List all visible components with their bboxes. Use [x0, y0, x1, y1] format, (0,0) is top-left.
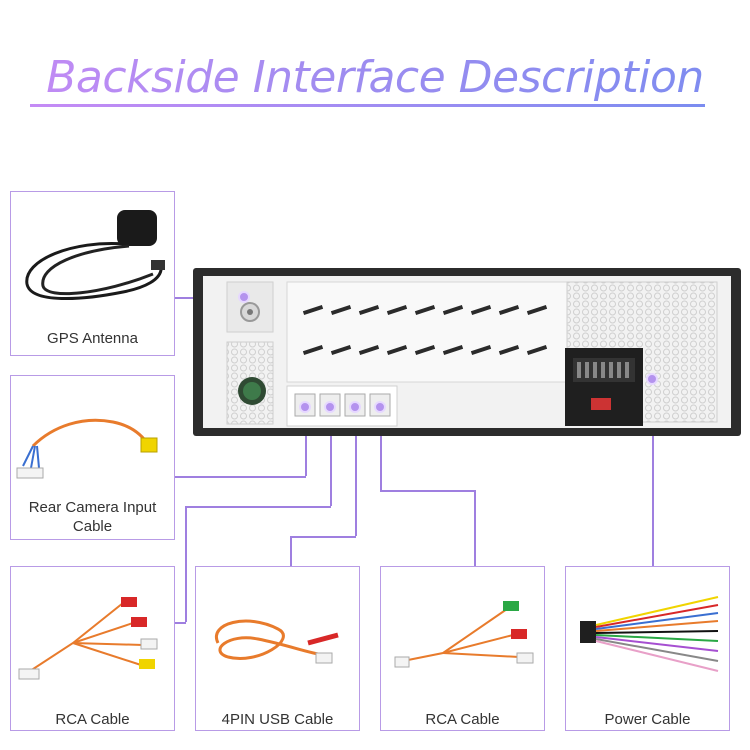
rca-left-port-dot	[324, 401, 336, 413]
gps-antenna-icon	[25, 210, 165, 301]
connector-rca-left-h	[185, 506, 331, 508]
connector-usb-h	[290, 536, 356, 538]
connector-rca-right-v1	[380, 412, 382, 490]
rca-cable-icon	[18, 597, 158, 680]
rca-cable-left-card: RCA Cable	[10, 566, 175, 731]
camera-port-dot	[299, 401, 311, 413]
connector-camera-v	[305, 412, 307, 476]
rca-cable-right-card: RCA Cable	[380, 566, 545, 731]
usb-port-dot	[349, 401, 361, 413]
rear-camera-cable-icon	[16, 418, 158, 479]
gps-antenna-label: GPS Antenna	[47, 330, 138, 347]
title-underline	[30, 104, 705, 107]
power-cable-label: Power Cable	[604, 711, 691, 728]
gps-port-dot	[238, 291, 250, 303]
connector-rca-left-v2	[185, 506, 187, 622]
rca-cable-icon	[394, 601, 534, 668]
usb-cable-icon	[214, 619, 339, 664]
head-unit-back-panel	[193, 268, 741, 436]
connector-camera-h	[175, 476, 306, 478]
power-port-dot	[646, 373, 658, 385]
connector-rca-left-v1	[330, 412, 332, 506]
usb-cable-label: 4PIN USB Cable	[221, 711, 334, 728]
power-harness-icon	[580, 596, 719, 672]
rca-cable-left-label: RCA Cable	[55, 711, 130, 728]
usb-cable-card: 4PIN USB Cable	[195, 566, 360, 731]
connector-rca-right-v2	[474, 490, 476, 566]
rca-cable-right-label: RCA Cable	[425, 711, 500, 728]
rear-camera-label-line2: Cable	[72, 518, 113, 535]
connector-usb-v2	[290, 536, 292, 566]
connector-rca-right-h	[380, 490, 474, 492]
gps-antenna-card: GPS Antenna	[10, 191, 175, 356]
rear-camera-label-line1: Rear Camera Input	[28, 499, 157, 516]
rear-camera-card: Rear Camera Input Cable	[10, 375, 175, 540]
page-title: Backside Interface Description	[0, 52, 750, 103]
connector-usb-v1	[355, 412, 357, 536]
connector-power	[652, 380, 654, 566]
head-unit-chassis	[203, 276, 731, 428]
rca-right-port-dot	[374, 401, 386, 413]
power-cable-card: Power Cable	[565, 566, 730, 731]
chassis-illustration	[226, 281, 718, 427]
connector-rca-left-h2	[175, 622, 186, 624]
